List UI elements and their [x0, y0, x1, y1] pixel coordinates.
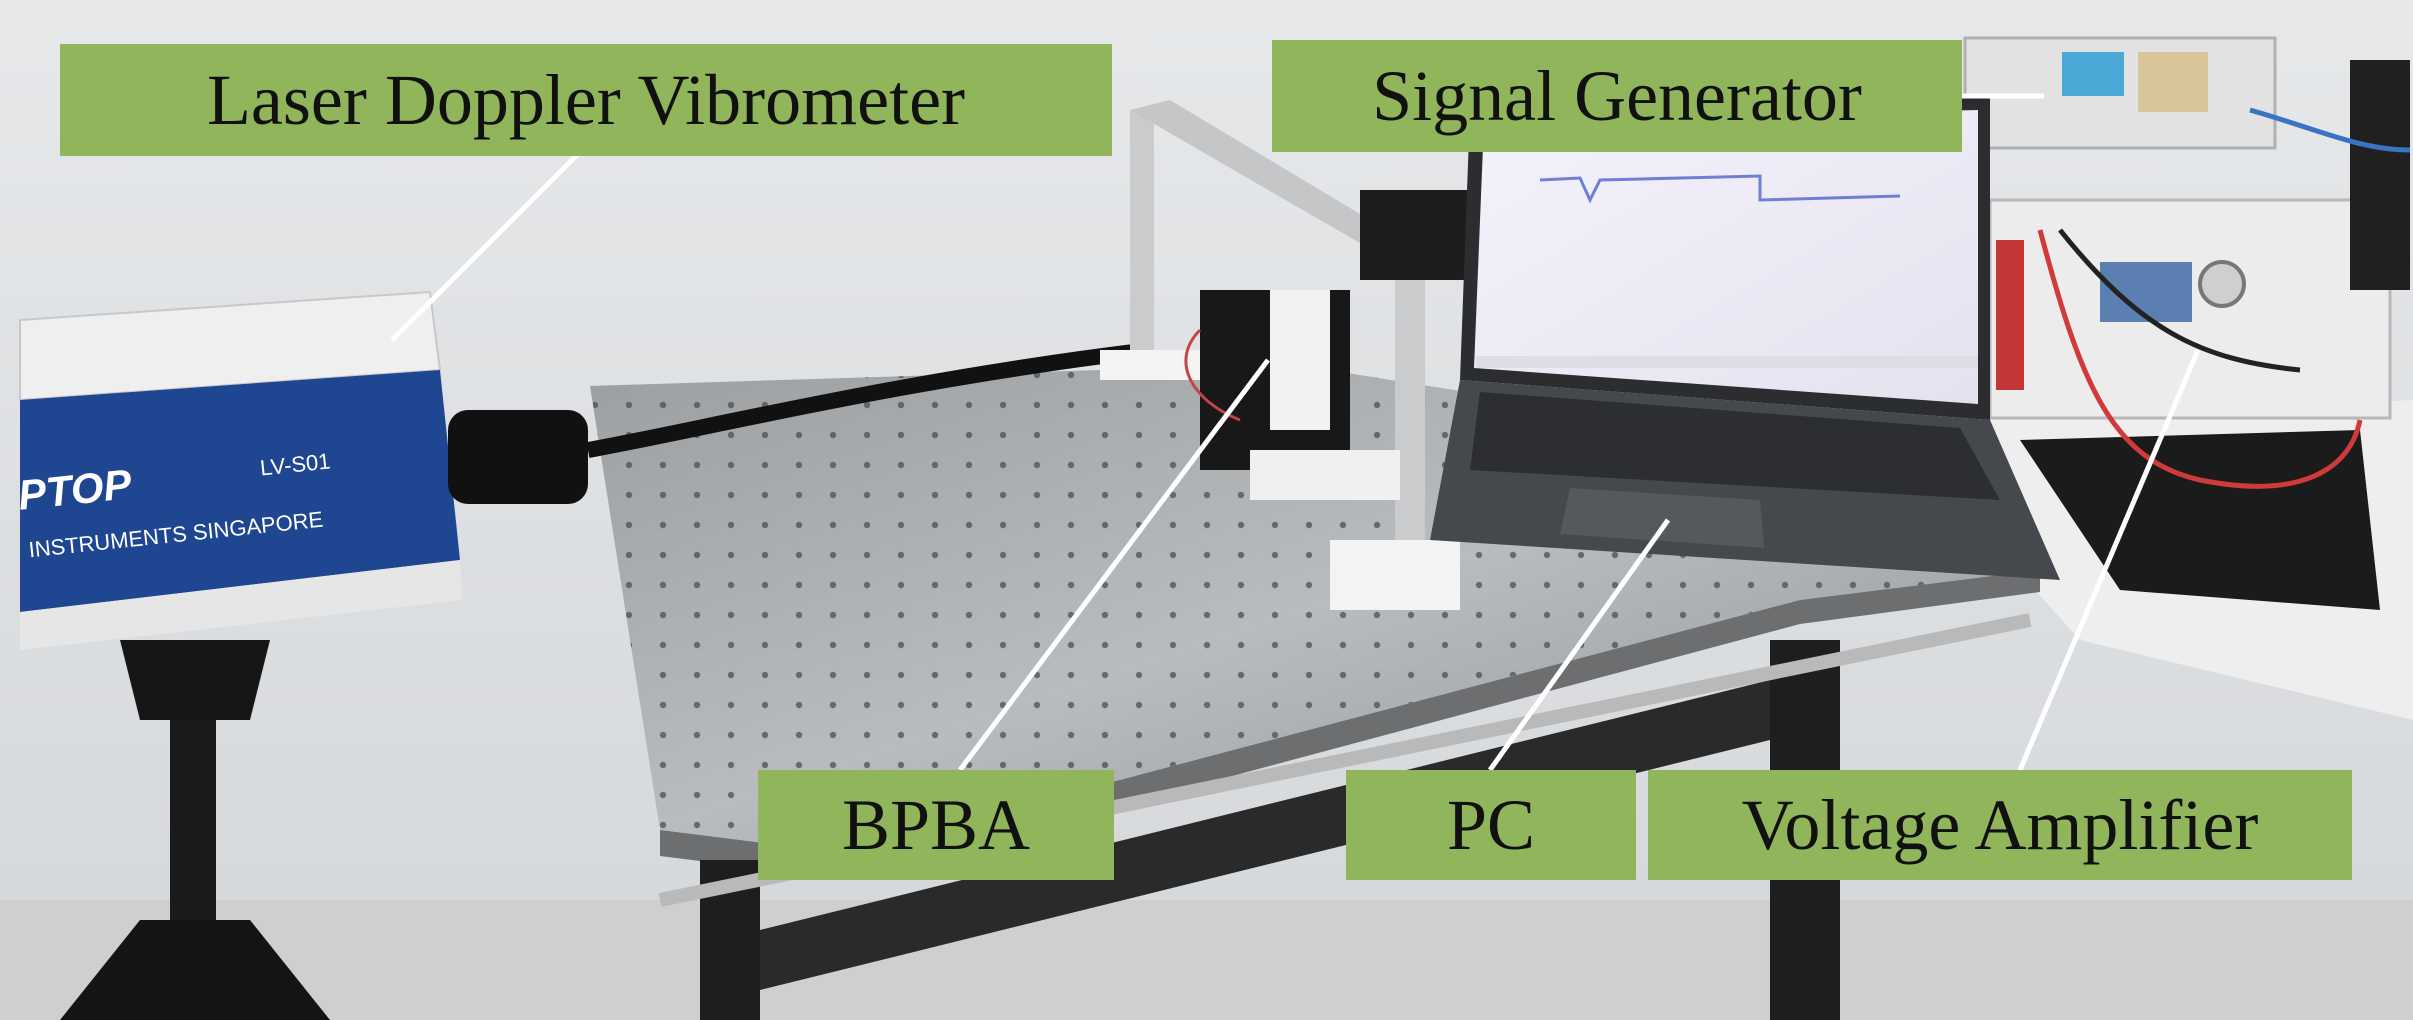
small-case [1360, 190, 1470, 280]
vibrometer-cable [586, 342, 1151, 458]
black-cable [2058, 228, 2301, 373]
bpba-stage-base [1250, 450, 1400, 500]
signal-generator-keypad [2138, 52, 2208, 112]
label-laser-doppler-vibrometer: Laser Doppler Vibrometer [60, 44, 1112, 156]
optical-table-edge [660, 570, 2040, 876]
gantry-beam [1130, 100, 1420, 272]
bpba-holder [1270, 290, 1330, 430]
blue-cable [2249, 107, 2411, 153]
vibrometer-bottom [20, 560, 462, 650]
laptop-screen [1474, 110, 1978, 404]
table-crossbar [760, 680, 1770, 990]
vibrometer-front-panel [20, 370, 460, 612]
voltage-amplifier-handle [1996, 240, 2024, 390]
leader-line-bpba [958, 358, 1270, 772]
red-cable [2037, 229, 2363, 489]
tripod-base [60, 920, 330, 1020]
black-mat [2020, 430, 2380, 610]
label-pc: PC [1346, 770, 1636, 880]
signal-generator-screen [2062, 52, 2124, 96]
monitor-edge [2350, 60, 2410, 290]
bpba-wires [1184, 328, 1241, 422]
voltage-amplifier-knob [2198, 260, 2246, 308]
gantry-base-left [1100, 350, 1200, 380]
gantry-base-right [1330, 540, 1460, 610]
label-signal-generator: Signal Generator [1272, 40, 1962, 152]
label-voltage-amplifier: Voltage Amplifier [1648, 770, 2352, 880]
tripod-head [120, 640, 270, 720]
laptop-taskbar [1476, 356, 1978, 368]
vibrometer-lens [448, 410, 588, 504]
laptop-plot-trace [1539, 174, 1901, 204]
leader-line-vibrometer [390, 150, 582, 342]
laptop-keyboard [1470, 392, 2000, 500]
leader-line-voltage-amplifier [2017, 349, 2201, 771]
floor [0, 900, 2413, 1020]
gantry-post-left [1130, 110, 1154, 370]
label-bpba: BPBA [758, 770, 1114, 880]
laptop-touchpad [1560, 488, 1764, 548]
leader-line-pc [1487, 518, 1671, 772]
